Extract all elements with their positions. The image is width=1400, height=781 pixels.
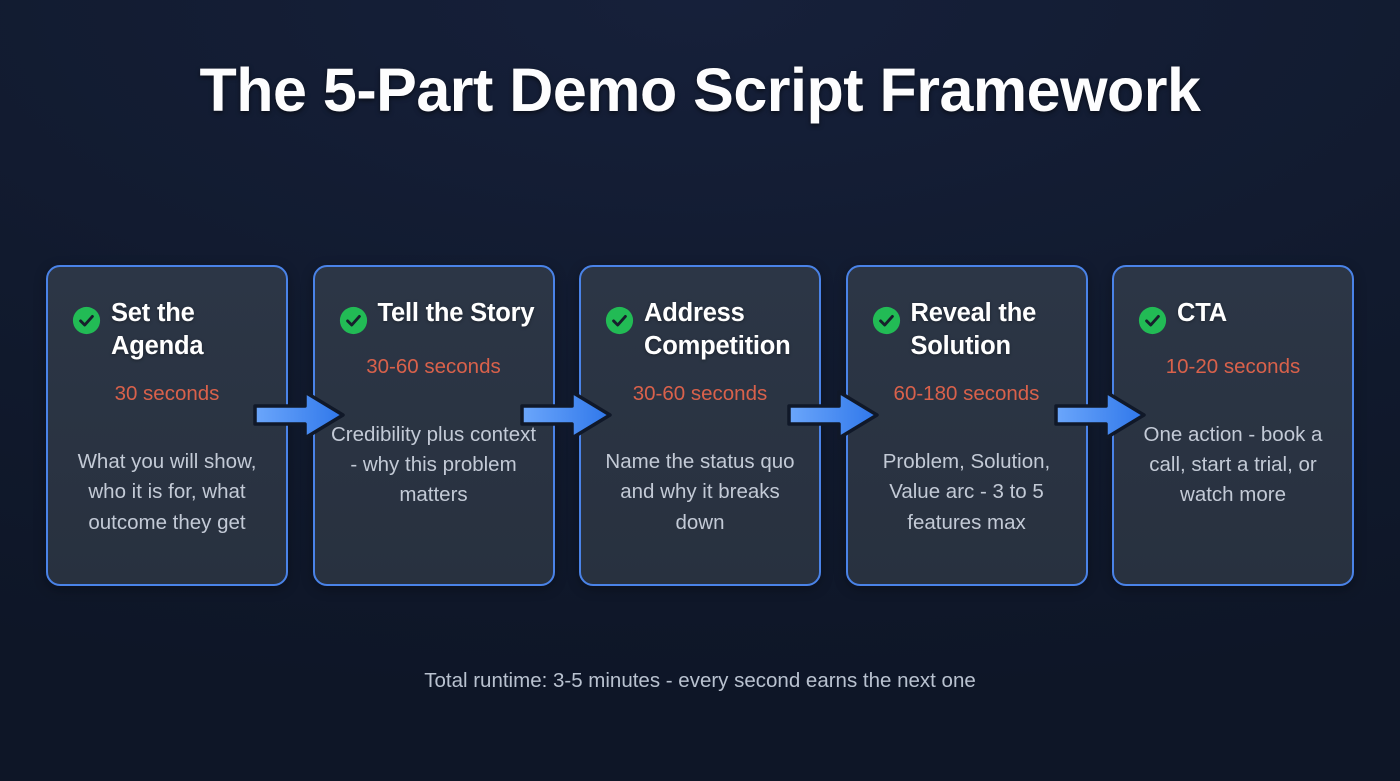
check-circle-icon	[1138, 306, 1167, 335]
card-description: What you will show, who it is for, what …	[77, 449, 257, 534]
framework-card[interactable]: Set the Agenda 30 seconds What you will …	[46, 265, 288, 586]
check-circle-icon	[872, 306, 901, 335]
card-title: Reveal the Solution	[910, 299, 1037, 360]
card-duration: 30 seconds	[114, 382, 220, 406]
card-title: Tell the Story	[377, 299, 535, 327]
card-duration: 60-180 seconds	[893, 382, 1040, 406]
card-header: Set the Agenda	[64, 297, 270, 362]
card-duration: 10-20 seconds	[1165, 355, 1301, 378]
card-description: Name the status quo and why it breaks do…	[605, 449, 795, 534]
card-header: CTA	[1130, 297, 1336, 335]
framework-card-row: Set the Agenda 30 seconds What you will …	[46, 265, 1354, 586]
check-circle-icon	[605, 306, 634, 335]
card-title: CTA	[1177, 299, 1227, 327]
check-circle-icon	[339, 306, 368, 335]
card-description: Problem, Solution, Value arc - 3 to 5 fe…	[882, 449, 1051, 534]
footer-note: Total runtime: 3-5 minutes - every secon…	[424, 669, 976, 692]
framework-card[interactable]: Tell the Story 30-60 seconds Credibility…	[312, 265, 555, 586]
card-title: Address Competition	[644, 299, 791, 360]
card-header: Reveal the Solution	[864, 297, 1070, 362]
card-header: Tell the Story	[331, 297, 537, 335]
card-description: One action - book a call, start a trial,…	[1143, 422, 1323, 507]
card-duration: 30-60 seconds	[366, 355, 501, 378]
page-title: The 5-Part Demo Script Framework	[199, 56, 1201, 124]
card-duration: 30-60 seconds	[632, 382, 768, 406]
card-description: Credibility plus context - why this prob…	[330, 422, 537, 507]
framework-card[interactable]: Address Competition 30-60 seconds Name t…	[579, 265, 821, 586]
framework-card[interactable]: Reveal the Solution 60-180 seconds Probl…	[845, 265, 1088, 586]
card-header: Address Competition	[597, 297, 803, 362]
framework-card[interactable]: CTA 10-20 seconds One action - book a ca…	[1112, 265, 1354, 586]
card-title: Set the Agenda	[111, 299, 204, 360]
check-circle-icon	[72, 306, 101, 335]
